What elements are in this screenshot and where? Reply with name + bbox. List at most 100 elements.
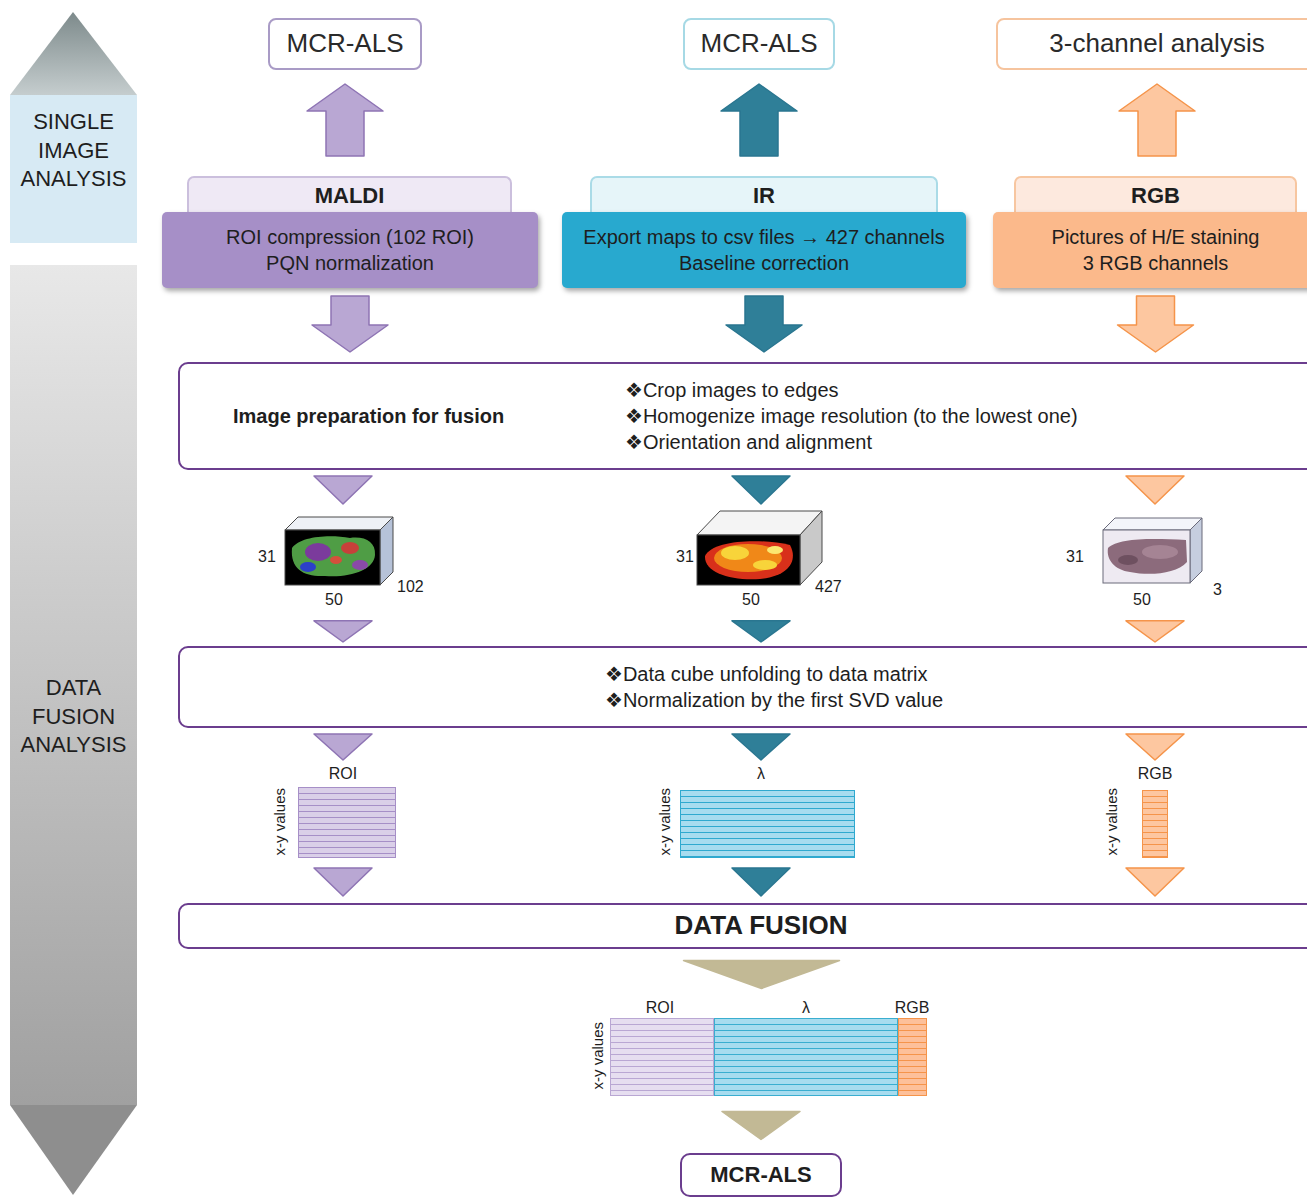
axis-label: x-y values bbox=[1102, 788, 1122, 856]
ir-cube bbox=[697, 511, 822, 585]
tissue-region bbox=[352, 560, 368, 570]
label-text: MCR-ALS bbox=[270, 27, 420, 61]
label-text: DATA FUSION ANALYSIS bbox=[10, 674, 137, 760]
rgb-cube bbox=[1103, 518, 1202, 583]
body-panel bbox=[162, 212, 538, 288]
data-cube: 3150102 bbox=[255, 508, 431, 615]
output-box: 3-channel analysis bbox=[996, 18, 1307, 70]
data-matrix bbox=[298, 787, 396, 858]
label-text: ❖Orientation and alignment bbox=[625, 429, 872, 455]
flow-arrow bbox=[726, 296, 802, 352]
flow-arrow bbox=[314, 621, 372, 642]
flow-arrow bbox=[307, 84, 383, 156]
cube-side bbox=[380, 517, 393, 585]
flow-arrow bbox=[684, 961, 840, 989]
label-text: 50 bbox=[1133, 590, 1151, 611]
data-matrix-group: RGB x-y values bbox=[1100, 764, 1210, 859]
process-box: DATA FUSION bbox=[178, 903, 1307, 949]
label-text: ❖Data cube unfolding to data matrix bbox=[605, 661, 928, 687]
process-box: Image preparation for fusion❖Crop images… bbox=[178, 362, 1307, 470]
label-text: 31 bbox=[258, 547, 276, 568]
flow-arrow bbox=[1126, 868, 1184, 896]
label-text: MCR-ALS bbox=[682, 1161, 840, 1190]
label-text: ROI compression (102 ROI) PQN normalizat… bbox=[215, 224, 485, 276]
label-text: RGB bbox=[1100, 764, 1210, 785]
flow-arrow bbox=[314, 476, 372, 504]
output-box: MCR-ALS bbox=[683, 18, 835, 70]
stage-band: SINGLE IMAGE ANALYSIS bbox=[10, 95, 137, 243]
label-text: 3 bbox=[1213, 580, 1222, 601]
modality-box: MALDI ROI compression (102 ROI) PQN norma… bbox=[162, 176, 538, 288]
label-text: IR bbox=[590, 182, 938, 211]
flow-arrow bbox=[722, 1112, 800, 1140]
flow-arrow bbox=[732, 868, 790, 896]
data-matrix bbox=[714, 1018, 898, 1096]
tissue-region bbox=[1142, 545, 1178, 559]
data-matrix-group: λx-y values bbox=[655, 764, 867, 859]
tissue-photo bbox=[1108, 539, 1187, 574]
process-box: ❖Data cube unfolding to data matrix❖Norm… bbox=[178, 646, 1307, 728]
flow-arrow bbox=[1118, 296, 1194, 352]
tissue-region bbox=[753, 560, 777, 570]
label-text: 3-channel analysis bbox=[998, 27, 1307, 61]
cube-top bbox=[1103, 518, 1202, 530]
data-matrix bbox=[898, 1018, 927, 1096]
data-matrix bbox=[680, 790, 855, 858]
tissue-region bbox=[721, 546, 749, 560]
flow-arrow bbox=[1119, 84, 1195, 156]
cube-side bbox=[1190, 518, 1202, 583]
label-text: Export maps to csv files → 427 channels … bbox=[564, 224, 964, 276]
label-text: ROI bbox=[268, 764, 418, 785]
axis-label: x-y values bbox=[588, 1022, 608, 1090]
label-text: MCR-ALS bbox=[685, 27, 833, 61]
flow-arrow bbox=[1126, 734, 1184, 760]
tissue-region bbox=[341, 542, 359, 554]
axis-label: x-y values bbox=[270, 788, 290, 856]
label-text: RGB bbox=[1014, 182, 1297, 211]
fused-matrix-group: ROIλRGBx-y values bbox=[588, 998, 935, 1096]
stage-arrow-tip bbox=[10, 12, 137, 95]
data-matrix bbox=[1142, 790, 1168, 858]
flow-arrow bbox=[721, 84, 797, 156]
cube-front bbox=[697, 535, 800, 585]
tissue-map bbox=[292, 536, 375, 576]
flow-arrow bbox=[1126, 621, 1184, 642]
tissue-region bbox=[767, 546, 783, 554]
label-text: Pictures of H/E staining 3 RGB channels bbox=[1048, 224, 1263, 276]
output-box: MCR-ALS bbox=[268, 18, 422, 70]
tissue-map bbox=[705, 541, 793, 579]
label-text: RGB bbox=[892, 998, 932, 1019]
label-text: MALDI bbox=[187, 182, 512, 211]
data-matrix bbox=[610, 1018, 714, 1096]
cube-top bbox=[285, 517, 393, 530]
flow-arrow bbox=[312, 296, 388, 352]
tissue-region bbox=[714, 544, 782, 572]
flow-arrow bbox=[732, 621, 790, 642]
body-panel bbox=[993, 212, 1307, 288]
label-text: 31 bbox=[676, 547, 694, 568]
modality-box: IR Export maps to csv files → 427 channel… bbox=[562, 176, 966, 288]
modality-box: RGB Pictures of H/E staining 3 RGB channe… bbox=[993, 176, 1307, 288]
data-matrix-group: ROI x-y values bbox=[268, 764, 418, 859]
flow-arrow bbox=[732, 476, 790, 504]
label-text: ❖Normalization by the first SVD value bbox=[605, 687, 943, 713]
tissue-region bbox=[1118, 555, 1138, 565]
label-text: λ bbox=[786, 998, 826, 1019]
cube-front bbox=[1103, 530, 1190, 583]
body-panel bbox=[562, 212, 966, 288]
tissue-region bbox=[300, 562, 316, 572]
cube-side bbox=[800, 511, 822, 585]
flow-arrow bbox=[314, 868, 372, 896]
process-box: MCR-ALS bbox=[680, 1153, 842, 1197]
label-text: 50 bbox=[742, 590, 760, 611]
label-text: Image preparation for fusion bbox=[233, 403, 504, 429]
cube-front bbox=[285, 530, 380, 585]
tissue-region bbox=[305, 543, 331, 561]
data-cube: 31 50 427 bbox=[675, 508, 847, 615]
label-text: 427 bbox=[815, 577, 842, 598]
stage-arrow-tip bbox=[10, 1105, 137, 1195]
label-text: 102 bbox=[397, 577, 424, 598]
label-text: 31 bbox=[1066, 547, 1084, 568]
label-text: λ bbox=[655, 764, 867, 785]
